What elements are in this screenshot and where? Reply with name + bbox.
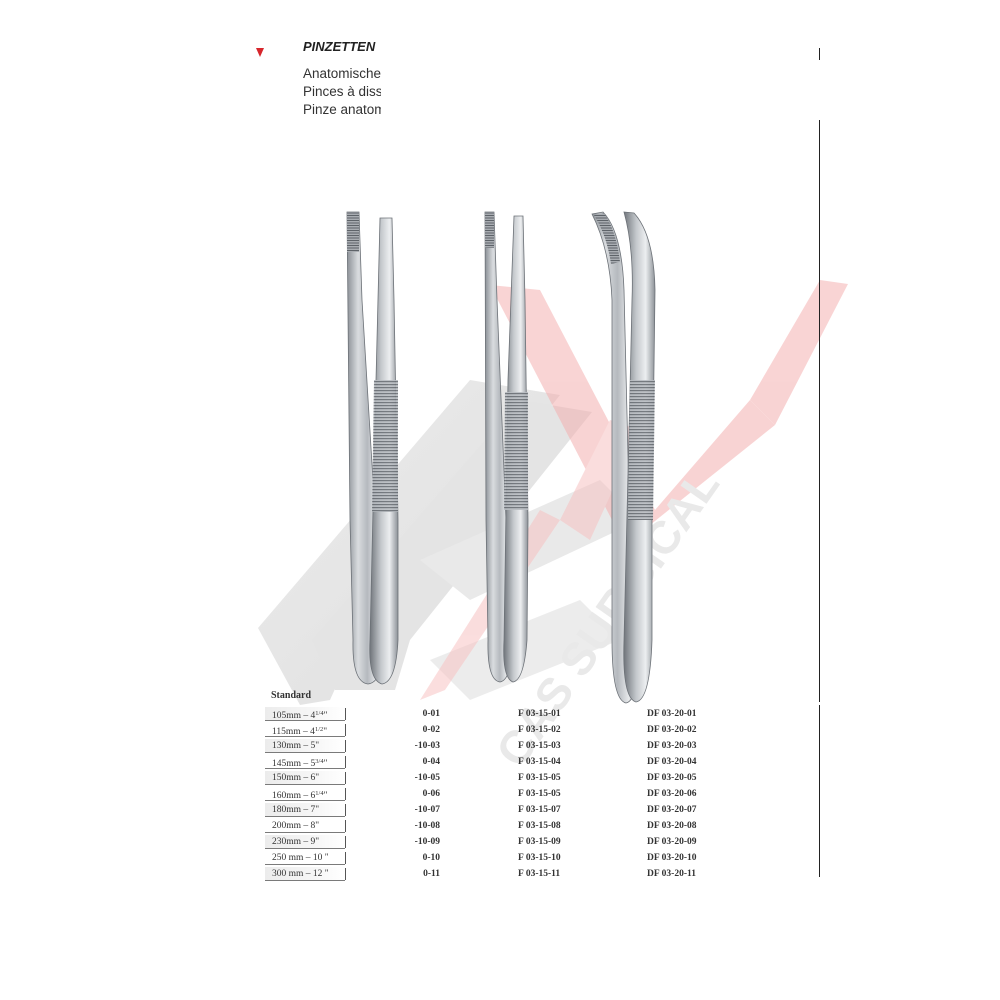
article-code-col1: -10-03: [414, 741, 440, 751]
fraction-denominator: 4: [320, 758, 324, 765]
right-border-line: [819, 120, 820, 702]
size-cell: 130mm – 5": [265, 739, 345, 753]
size-cell: 230mm – 9": [265, 835, 345, 849]
size-text: 150mm – 6": [272, 773, 320, 783]
article-code-col2: F 03-15-03: [518, 741, 561, 751]
size-cell: 250 mm – 10 ": [265, 851, 345, 865]
row-separator: [345, 756, 346, 768]
article-code-col1: -10-08: [414, 821, 440, 831]
article-code-col1: -10-05: [414, 773, 440, 783]
row-separator: [345, 820, 346, 832]
article-code-col1: 0-06: [422, 789, 440, 799]
article-code-col3: DF 03-20-05: [647, 773, 697, 783]
article-code-col2: F 03-15-09: [518, 837, 561, 847]
article-code-col2: F 03-15-11: [518, 869, 561, 879]
article-code-col2: F 03-15-10: [518, 853, 561, 863]
size-text: 230mm – 9": [272, 837, 320, 847]
row-separator: [345, 724, 346, 736]
forceps-straight-wide: [346, 211, 399, 685]
article-code-col3: DF 03-20-01: [647, 709, 697, 719]
right-border-line-table: [819, 705, 820, 877]
article-code-col3: DF 03-20-03: [647, 741, 697, 751]
size-text: 130mm – 5": [272, 741, 320, 751]
size-text: 115mm – 4: [272, 727, 315, 737]
size-text: 180mm – 7": [272, 805, 320, 815]
row-separator: [345, 852, 346, 864]
inch-mark: ": [323, 727, 328, 737]
article-code-col1: -10-07: [414, 805, 440, 815]
row-separator: [345, 740, 346, 752]
section-marker-icon: [256, 48, 264, 57]
article-code-col2: F 03-15-02: [518, 725, 561, 735]
size-text: 250 mm – 10 ": [272, 853, 329, 863]
size-cell: 200mm – 8": [265, 819, 345, 833]
subtitle-french: Pinces à disse: [303, 84, 381, 99]
size-fraction: 1/4: [315, 710, 324, 717]
article-code-col3: DF 03-20-10: [647, 853, 697, 863]
row-separator: [345, 804, 346, 816]
inch-mark: ": [323, 759, 328, 769]
article-code-col3: DF 03-20-07: [647, 805, 697, 815]
article-code-col3: DF 03-20-08: [647, 821, 697, 831]
fraction-numerator: 1: [315, 710, 319, 717]
subtitle-german: Anatomische: [303, 66, 381, 81]
article-code-col2: F 03-15-04: [518, 757, 561, 767]
article-code-col3: DF 03-20-06: [647, 789, 697, 799]
article-code-col3: DF 03-20-09: [647, 837, 697, 847]
inch-mark: ": [323, 791, 328, 801]
article-code-col1: -10-09: [414, 837, 440, 847]
size-fraction: 1/4: [315, 790, 324, 797]
row-separator: [345, 788, 346, 800]
size-cell: 300 mm – 12 ": [265, 867, 345, 881]
fraction-denominator: 4: [320, 790, 324, 797]
article-code-col1: 0-02: [422, 725, 440, 735]
page-title: PINZETTEN: [303, 40, 376, 54]
right-border-line-top: [819, 48, 820, 60]
fraction-denominator: 4: [320, 710, 324, 717]
forceps-straight-slender: [484, 211, 529, 683]
forceps-curved: [591, 211, 656, 704]
size-cell: 150mm – 6": [265, 771, 345, 785]
size-cell: 180mm – 7": [265, 803, 345, 817]
article-code-col3: DF 03-20-04: [647, 757, 697, 767]
inch-mark: ": [323, 711, 328, 721]
article-code-col2: F 03-15-08: [518, 821, 561, 831]
size-fraction: 1/2: [314, 726, 324, 733]
article-code-col1: 0-11: [423, 869, 440, 879]
table-label-standard: Standard: [271, 690, 312, 701]
row-separator: [345, 708, 346, 720]
article-code-col1: 0-01: [422, 709, 440, 719]
subtitle-italian: Pinze anatom: [303, 102, 381, 117]
fraction-numerator: 1: [315, 790, 319, 797]
size-text: 105mm – 4: [272, 711, 316, 721]
fraction-denominator: 2: [320, 726, 324, 733]
size-cell: 145mm – 53/4": [265, 755, 345, 769]
size-cell: 105mm – 41/4": [265, 707, 345, 721]
size-fraction: 3/4: [315, 758, 324, 765]
size-text: 145mm – 5: [272, 759, 316, 769]
article-code-col3: DF 03-20-11: [647, 869, 696, 879]
fraction-numerator: 3: [315, 758, 319, 765]
size-text: 300 mm – 12 ": [272, 869, 329, 879]
article-code-col2: F 03-15-01: [518, 709, 561, 719]
size-cell: 160mm – 61/4": [265, 787, 345, 801]
row-separator: [345, 772, 346, 784]
fraction-numerator: 1: [314, 726, 319, 733]
article-code-col2: F 03-15-05: [518, 789, 561, 799]
row-separator: [345, 868, 346, 880]
size-text: 200mm – 8": [272, 821, 320, 831]
article-code-col3: DF 03-20-02: [647, 725, 697, 735]
size-cell: 115mm – 41/2": [265, 723, 345, 737]
article-code-col2: F 03-15-05: [518, 773, 561, 783]
article-code-col2: F 03-15-07: [518, 805, 561, 815]
article-code-col1: 0-04: [422, 757, 440, 767]
article-code-col1: 0-10: [422, 853, 440, 863]
size-text: 160mm – 6: [272, 791, 316, 801]
row-separator: [345, 836, 346, 848]
